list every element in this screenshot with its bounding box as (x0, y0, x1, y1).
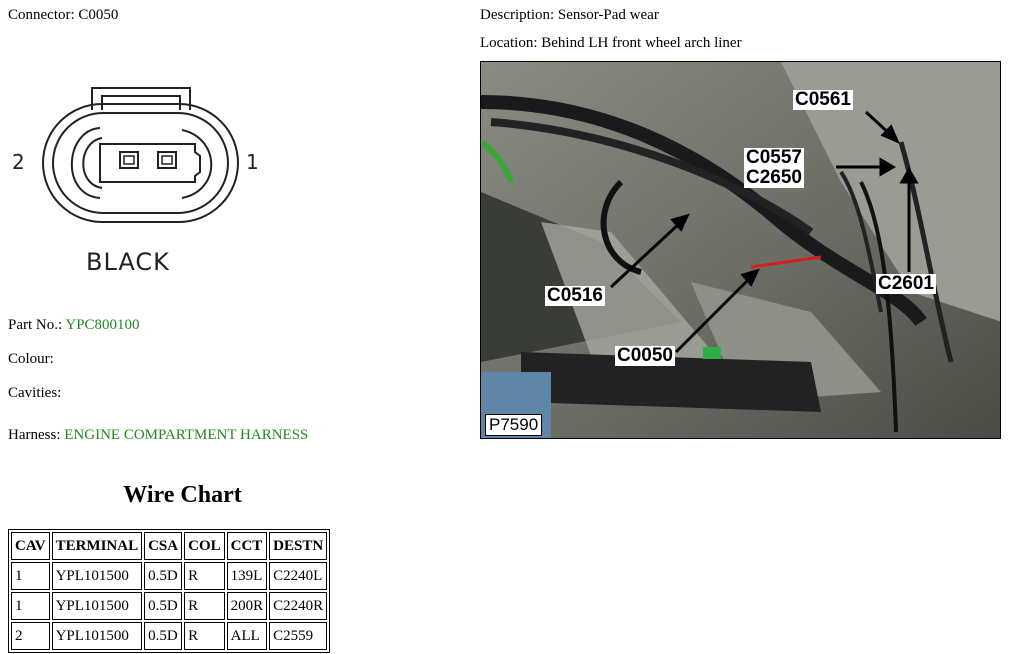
wire-chart-table: CAV TERMINAL CSA COL CCT DESTN 1 YPL1015… (8, 529, 331, 653)
cavities-field: Cavities: (8, 384, 61, 402)
housing-color-label: BLACK (86, 248, 170, 276)
description-value: Sensor-Pad wear (557, 7, 659, 23)
table-cell: 0.5D (144, 592, 183, 620)
harness-field: Harness: ENGINE COMPARTMENT HARNESS (8, 426, 308, 444)
callout-c0516: C0516 (545, 285, 605, 306)
location-value: Behind LH front wheel arch liner (541, 35, 742, 51)
table-row: 2 YPL101500 0.5D R ALL C2559 (11, 622, 328, 650)
colour-label: Colour: (8, 351, 54, 367)
description-field: Description: Sensor-Pad wear (480, 6, 659, 24)
column-header: CAV (11, 532, 50, 560)
description-label: Description: (480, 7, 555, 23)
table-cell: C2240L (269, 562, 328, 590)
column-header: COL (184, 532, 225, 560)
connector-field: Connector: C0050 (8, 6, 118, 24)
connector-label: Connector: (8, 7, 75, 23)
callout-c0561: C0561 (793, 89, 853, 110)
connector-face-drawing: 2 1 BLACK (10, 80, 270, 280)
callout-c0050: C0050 (615, 345, 675, 366)
table-cell: 0.5D (144, 622, 183, 650)
table-row: 1 YPL101500 0.5D R 139L C2240L (11, 562, 328, 590)
location-field: Location: Behind LH front wheel arch lin… (480, 34, 742, 52)
column-header: TERMINAL (51, 532, 143, 560)
table-header-row: CAV TERMINAL CSA COL CCT DESTN (11, 532, 328, 560)
table-cell: 0.5D (144, 562, 183, 590)
table-cell: R (184, 592, 225, 620)
column-header: DESTN (269, 532, 328, 560)
cavities-label: Cavities: (8, 385, 62, 401)
location-label: Location: (480, 35, 538, 51)
table-cell: 139L (226, 562, 268, 590)
connector-value: C0050 (78, 7, 119, 23)
table-cell: C2559 (269, 622, 328, 650)
column-header: CCT (226, 532, 268, 560)
table-cell: 1 (11, 562, 50, 590)
part-no-field: Part No.: YPC800100 (8, 316, 140, 334)
photo-id: P7590 (485, 414, 543, 436)
callout-c2650: C2650 (744, 167, 804, 188)
table-row: 1 YPL101500 0.5D R 200R C2240R (11, 592, 328, 620)
table-cell: R (184, 562, 225, 590)
harness-value: ENGINE COMPARTMENT HARNESS (64, 427, 309, 443)
harness-label: Harness: (8, 427, 61, 443)
part-no-label: Part No.: (8, 317, 63, 333)
column-header: CSA (144, 532, 183, 560)
table-cell: YPL101500 (51, 622, 143, 650)
table-cell: 2 (11, 622, 50, 650)
wire-chart-title: Wire Chart (123, 482, 242, 508)
table-cell: ALL (226, 622, 268, 650)
table-cell: 1 (11, 592, 50, 620)
table-cell: YPL101500 (51, 592, 143, 620)
part-no-value: YPC800100 (65, 317, 140, 333)
table-cell: 200R (226, 592, 268, 620)
pin-1-label: 1 (246, 150, 259, 174)
table-cell: YPL101500 (51, 562, 143, 590)
callout-c2601: C2601 (876, 273, 936, 294)
pin-2-label: 2 (12, 150, 25, 174)
location-photo: C0561 C0557 C2650 C0516 C2601 C0050 P759… (480, 61, 1001, 439)
table-cell: R (184, 622, 225, 650)
callout-c0557: C0557 (744, 147, 804, 168)
colour-field: Colour: (8, 350, 54, 368)
table-cell: C2240R (269, 592, 328, 620)
